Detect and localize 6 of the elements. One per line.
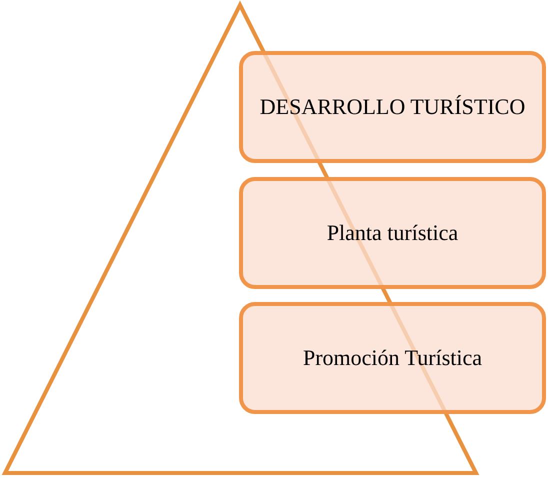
text-box <box>239 302 546 414</box>
text-box <box>239 51 546 163</box>
box-label: Promoción Turística <box>302 345 482 371</box>
box-label: Planta turística <box>326 220 458 246</box>
text-box <box>239 177 546 289</box>
box-label: DESARROLLO TURÍSTICO <box>260 94 526 120</box>
